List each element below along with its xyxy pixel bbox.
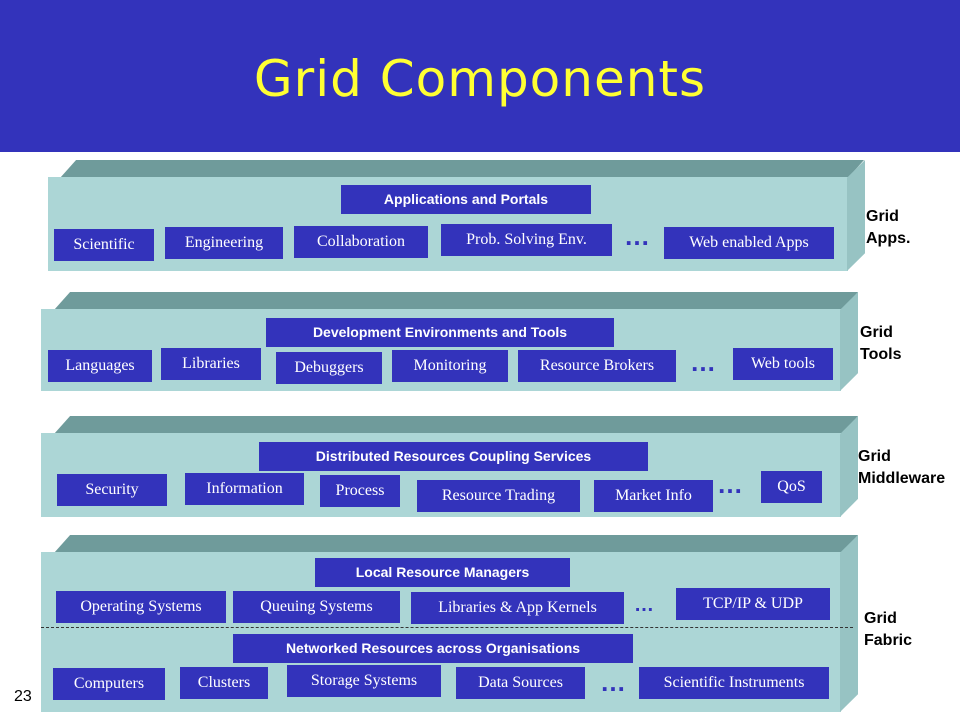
- box-resource-brokers: Resource Brokers: [518, 350, 676, 382]
- title-bar: [0, 0, 960, 152]
- label-grid-apps-line1: Grid: [866, 208, 899, 225]
- label-grid-fabric-line1: Grid: [864, 610, 897, 627]
- layer-side-face: [847, 160, 865, 271]
- box-engineering: Engineering: [165, 227, 283, 259]
- box-market-info: Market Info: [594, 480, 713, 512]
- box-scientific-instruments: Scientific Instruments: [639, 667, 829, 699]
- label-grid-tools-line1: Grid: [860, 324, 893, 341]
- label-grid-apps-line2: Apps.: [866, 230, 911, 247]
- label-grid-tools-line2: Tools: [860, 346, 902, 363]
- box-qos: QoS: [761, 471, 822, 503]
- box-resource-trading: Resource Trading: [417, 480, 580, 512]
- box-security: Security: [57, 474, 167, 506]
- banner-development-environments: Development Environments and Tools: [266, 318, 614, 347]
- box-storage-systems: Storage Systems: [287, 665, 441, 697]
- banner-networked-resources: Networked Resources across Organisations: [233, 634, 633, 663]
- page-title: Grid Components: [253, 50, 707, 108]
- label-grid-fabric-line2: Fabric: [864, 632, 913, 649]
- layer-top-face: [60, 160, 864, 178]
- box-libraries-app-kernels: Libraries & App Kernels: [411, 592, 624, 624]
- box-collaboration: Collaboration: [294, 226, 428, 258]
- label-grid-middleware-line2: Middleware: [858, 470, 946, 487]
- box-libraries: Libraries: [161, 348, 261, 380]
- page-number: 23: [14, 688, 32, 705]
- ellipsis-middleware: …: [717, 469, 745, 499]
- box-queuing-systems: Queuing Systems: [233, 591, 400, 623]
- box-computers: Computers: [53, 668, 165, 700]
- box-prob-solving-env: Prob. Solving Env.: [441, 224, 612, 256]
- box-data-sources: Data Sources: [456, 667, 585, 699]
- banner-local-resource-managers: Local Resource Managers: [315, 558, 570, 587]
- box-web-enabled-apps: Web enabled Apps: [664, 227, 834, 259]
- layer-top-face: [54, 535, 858, 553]
- ellipsis-tools: …: [690, 347, 718, 377]
- box-process: Process: [320, 475, 400, 507]
- fabric-divider: [41, 627, 853, 628]
- ellipsis-fabric-bottom: …: [600, 667, 628, 697]
- layer-side-face: [840, 292, 858, 391]
- banner-distributed-resources: Distributed Resources Coupling Services: [259, 442, 648, 471]
- box-web-tools: Web tools: [733, 348, 833, 380]
- ellipsis-apps: …: [624, 221, 652, 251]
- box-scientific: Scientific: [54, 229, 154, 261]
- box-monitoring: Monitoring: [392, 350, 508, 382]
- ellipsis-fabric-top: …: [634, 594, 656, 616]
- box-clusters: Clusters: [180, 667, 268, 699]
- banner-applications-portals: Applications and Portals: [341, 185, 591, 214]
- layer-top-face: [54, 292, 858, 310]
- box-languages: Languages: [48, 350, 152, 382]
- box-tcpip-udp: TCP/IP & UDP: [676, 588, 830, 620]
- box-debuggers: Debuggers: [276, 352, 382, 384]
- box-operating-systems: Operating Systems: [56, 591, 226, 623]
- layer-side-face: [840, 416, 858, 517]
- layer-side-face: [840, 535, 858, 712]
- layer-top-face: [54, 416, 858, 434]
- label-grid-middleware-line1: Grid: [858, 448, 891, 465]
- box-information: Information: [185, 473, 304, 505]
